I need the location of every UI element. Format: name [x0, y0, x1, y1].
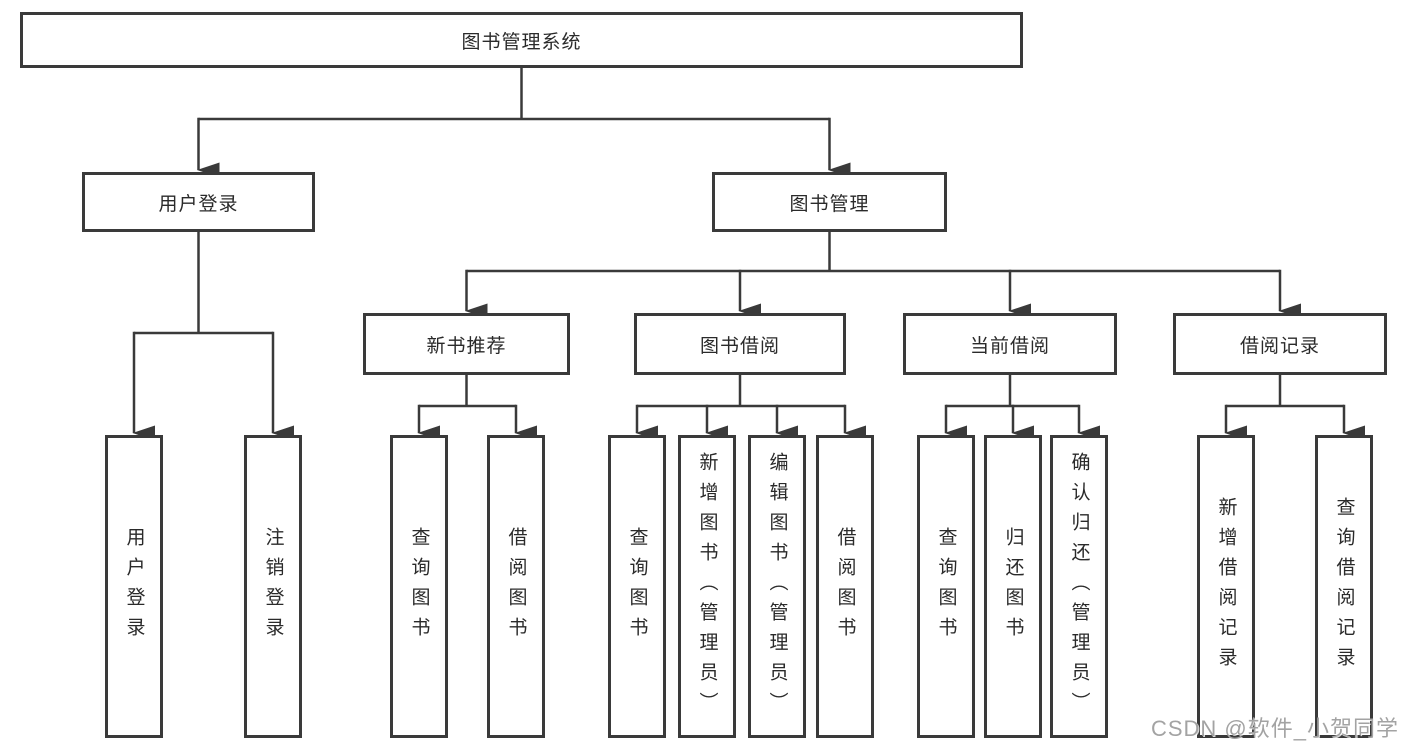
node-label: 新书推荐 [426, 335, 507, 357]
node-label: 图书管理系统 [461, 31, 582, 53]
leaf-logout: 注销登录 [244, 435, 302, 738]
node-label: 新增图书（管理员） [696, 451, 718, 722]
leaf-borrow-books-2: 借阅图书 [816, 435, 874, 738]
node-label: 查询借阅记录 [1333, 496, 1355, 677]
leaf-query-books-2: 查询图书 [608, 435, 666, 738]
leaf-user-login: 用户登录 [105, 435, 163, 738]
leaf-return-books: 归还图书 [984, 435, 1042, 738]
node-label: 当前借阅 [969, 335, 1050, 357]
leaf-confirm-return-admin: 确认归还（管理员） [1050, 435, 1108, 738]
leaf-add-books-admin: 新增图书（管理员） [678, 435, 736, 738]
node-label: 用户登录 [123, 526, 145, 647]
node-label: 借阅记录 [1239, 335, 1320, 357]
node-user-login: 用户登录 [82, 172, 315, 232]
node-label: 图书管理 [789, 193, 870, 215]
node-new-book-recommend: 新书推荐 [363, 313, 570, 375]
node-book-management-system: 图书管理系统 [20, 12, 1023, 68]
csdn-watermark: CSDN @软件_小贺同学 [1150, 716, 1399, 741]
node-label: 借阅图书 [505, 526, 527, 647]
leaf-query-books-1: 查询图书 [390, 435, 448, 738]
node-label: 归还图书 [1002, 526, 1024, 647]
node-label: 查询图书 [408, 526, 430, 647]
node-label: 查询图书 [935, 526, 957, 647]
leaf-edit-books-admin: 编辑图书（管理员） [748, 435, 806, 738]
node-label: 查询图书 [626, 526, 648, 647]
leaf-add-borrow-record: 新增借阅记录 [1197, 435, 1255, 738]
node-book-borrowing: 图书借阅 [634, 313, 846, 375]
leaf-query-borrow-record: 查询借阅记录 [1315, 435, 1373, 738]
node-label: 图书借阅 [699, 335, 780, 357]
node-label: 用户登录 [158, 193, 239, 215]
node-label: 注销登录 [262, 526, 284, 647]
leaf-borrow-books-1: 借阅图书 [487, 435, 545, 738]
node-label: 编辑图书（管理员） [766, 451, 788, 722]
node-label: 确认归还（管理员） [1068, 451, 1090, 722]
node-current-borrowing: 当前借阅 [903, 313, 1117, 375]
leaf-query-books-3: 查询图书 [917, 435, 975, 738]
node-book-management: 图书管理 [712, 172, 947, 232]
node-label: 新增借阅记录 [1215, 496, 1237, 677]
node-borrow-records: 借阅记录 [1173, 313, 1387, 375]
node-label: 借阅图书 [834, 526, 856, 647]
